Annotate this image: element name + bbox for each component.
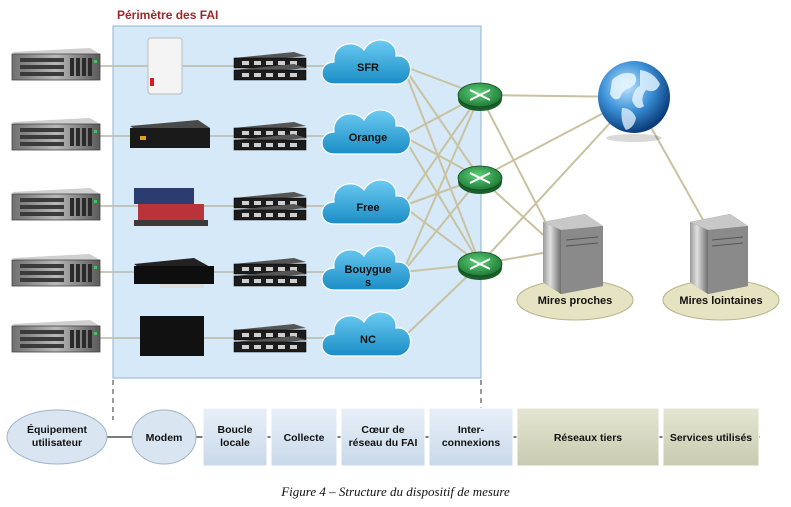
cloud-label: Free (356, 202, 379, 214)
isp-row: NC (11, 311, 412, 357)
figure-caption: Figure 4 – Structure du dispositif de me… (281, 484, 510, 499)
chain-box (202, 407, 268, 467)
far-targets-label: Mires lointaines (679, 295, 762, 307)
chain-step: Réseaux tiers (516, 407, 660, 467)
routers (457, 82, 503, 280)
internet-globe-icon (598, 61, 670, 142)
dslam-switch-icon (233, 324, 307, 353)
near-targets-group: Mires proches (516, 214, 634, 321)
far-server-tower-icon (690, 214, 748, 294)
chain-label: Modem (146, 432, 183, 444)
interconnect-link (402, 177, 481, 273)
chain-label: Équipement (27, 423, 88, 436)
user-server-icon (11, 320, 101, 353)
interconnect-link (402, 65, 481, 179)
isp-cloud-1: Orange (321, 109, 412, 155)
cloud-label-continued: s (365, 277, 371, 289)
interconnect-link (402, 94, 481, 273)
chain-box (428, 407, 514, 467)
modem-box-icon (134, 258, 214, 288)
cloud-label: SFR (357, 62, 379, 74)
chain-step: Modem (131, 409, 197, 465)
router-internet-link (479, 96, 635, 265)
chain-box (270, 407, 338, 467)
router-icon (457, 82, 503, 111)
chain-label-continued: locale (220, 437, 250, 449)
isp-row: Orange (11, 109, 412, 155)
isp-cloud-4: NC (321, 311, 412, 357)
chain-box (340, 407, 426, 467)
chain-label: Boucle (217, 424, 252, 436)
chain-step: Inter-connexions (428, 407, 514, 467)
router-icon (457, 251, 503, 280)
interconnect-link (402, 65, 481, 265)
user-server-icon (11, 188, 101, 221)
chain-label-continued: réseau du FAI (349, 437, 418, 449)
dslam-switch-icon (233, 122, 307, 151)
isp-row: Free (11, 179, 412, 226)
cloud-label: Bouygue (344, 264, 391, 276)
chain-box (516, 407, 660, 467)
chain-label: Inter- (458, 424, 485, 436)
user-server-icon (11, 118, 101, 151)
chain-step: Collecte (270, 407, 338, 467)
cloud-label: Orange (349, 132, 388, 144)
dslam-switch-icon (233, 52, 307, 81)
near-server-tower-icon (543, 214, 603, 294)
interconnect-link (402, 135, 481, 265)
dslam-switch-icon (233, 192, 307, 221)
dslam-switch-icon (233, 258, 307, 287)
chain-label: Cœur de (361, 424, 404, 436)
far-targets-group: Mires lointaines (662, 214, 780, 321)
perimeter-title: Périmètre des FAI (117, 8, 218, 22)
chain-box (662, 407, 760, 467)
user-server-icon (11, 254, 101, 287)
cloud-label: NC (360, 334, 376, 346)
interconnect-link (402, 94, 481, 207)
isp-row: SFR (11, 37, 412, 95)
chain-label: Réseaux tiers (554, 432, 622, 444)
isp-cloud-2: Free (321, 179, 412, 225)
near-targets-label: Mires proches (538, 295, 613, 307)
modem-box-icon (134, 188, 208, 226)
chain-label-continued: utilisateur (32, 437, 82, 449)
user-server-icon (11, 48, 101, 81)
router-icon (457, 165, 503, 194)
chain-label-continued: connexions (442, 437, 501, 449)
chain-step: Services utilisés (662, 407, 760, 467)
chain-label: Collecte (284, 432, 325, 444)
chain-ellipse (6, 409, 108, 465)
isp-cloud-0: SFR (321, 39, 412, 85)
chain-label: Services utilisés (670, 432, 752, 444)
modem-box-icon (130, 120, 210, 148)
modem-box-icon (140, 316, 204, 356)
modem-box-icon (147, 37, 183, 95)
chain-ellipse (131, 409, 197, 465)
